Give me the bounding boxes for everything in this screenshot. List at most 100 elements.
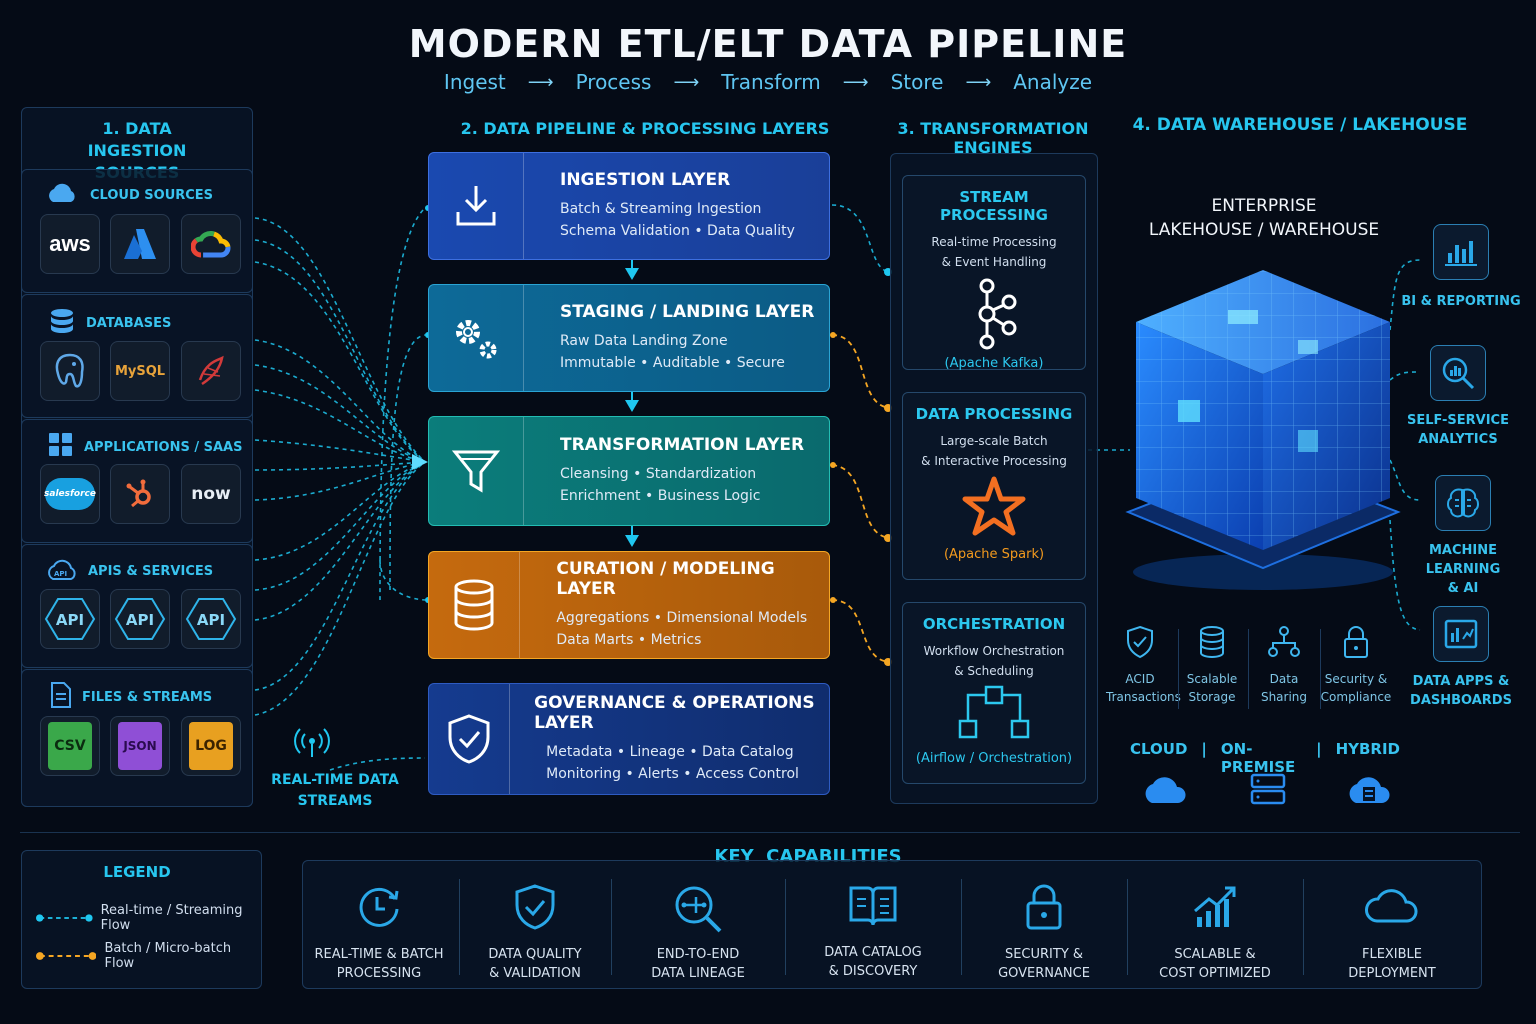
source-group-label: CLOUD SOURCES (90, 187, 214, 203)
warehouse-heading: 4. DATA WAREHOUSE / LAKEHOUSE (1132, 115, 1468, 135)
output-machine-learning[interactable]: MACHINE LEARNING& AI (1396, 475, 1530, 598)
source-group-label: DATABASES (86, 315, 172, 331)
layer-title: INGESTION LAYER (560, 170, 731, 190)
engine-footer: (Apache Spark) (943, 547, 1045, 562)
broadcast-icon (292, 725, 332, 761)
capability-data-quality: DATA QUALITY & VALIDATION (461, 883, 609, 983)
api-hex-icon[interactable]: API (181, 589, 241, 649)
csv-file-icon[interactable]: CSV (40, 716, 100, 776)
engine-footer: (Airflow / Orchestration) (915, 751, 1073, 766)
output-bi-reporting[interactable]: BI & REPORTING (1396, 224, 1526, 311)
cloud-icon (1140, 775, 1190, 809)
feature-security-compliance: Security & Compliance (1320, 625, 1392, 706)
arrow-right-icon: ⟶ (673, 71, 700, 93)
arrow-right-icon: ⟶ (965, 71, 992, 93)
engine-footer: (Apache Kafka) (944, 356, 1044, 371)
servicenow-logo[interactable]: now (181, 464, 241, 524)
deploy-hybrid: HYBRID (1335, 740, 1400, 758)
legend-heading: LEGEND (103, 863, 171, 881)
layer-title: GOVERNANCE & OPERATIONS LAYER (534, 693, 815, 733)
section-divider (20, 832, 1520, 833)
engine-title: STREAM PROCESSING (940, 188, 1048, 224)
server-icon (1250, 773, 1286, 809)
svg-text:API: API (126, 611, 154, 629)
log-file-icon[interactable]: LOG (181, 716, 241, 776)
source-group-applications: APPLICATIONS / SAAS salesforce now (21, 419, 253, 543)
source-group-cloud: CLOUD SOURCES aws (21, 169, 253, 293)
database-icon (1178, 625, 1246, 664)
cloud-icon (44, 182, 80, 208)
svg-text:API: API (197, 611, 225, 629)
source-group-databases: DATABASES MySQL (21, 294, 253, 418)
hubspot-logo[interactable] (110, 464, 170, 524)
engine-title: DATA PROCESSING (915, 405, 1073, 423)
legend-realtime: Real-time / Streaming Flow (36, 903, 261, 933)
brain-icon (1435, 475, 1491, 531)
json-file-icon[interactable]: JSON (110, 716, 170, 776)
capability-realtime-batch: REAL-TIME & BATCH PROCESSING (303, 883, 455, 983)
flow-step-store: Store (890, 70, 944, 94)
kafka-icon (903, 278, 1085, 354)
flow-steps: Ingest ⟶ Process ⟶ Transform ⟶ Store ⟶ A… (0, 70, 1536, 94)
capabilities-panel: REAL-TIME & BATCH PROCESSING DATA QUALIT… (302, 860, 1482, 989)
lakehouse-cube-icon (1118, 250, 1408, 604)
cloud-icon (1305, 883, 1479, 933)
dashboard-icon (1433, 606, 1489, 662)
stream-processing-engine[interactable]: STREAM PROCESSING Real-time Processing& … (902, 175, 1086, 371)
database-icon (429, 552, 521, 658)
legend-panel: LEGEND Real-time / Streaming Flow Batch … (21, 850, 262, 989)
capability-data-catalog: DATA CATALOG & DISCOVERY (787, 883, 959, 981)
source-group-label: APIs & SERVICES (88, 563, 214, 579)
capability-lineage: END-TO-END DATA LINEAGE (613, 883, 783, 983)
postgresql-logo[interactable] (40, 341, 100, 401)
lineage-search-icon (613, 883, 783, 939)
growth-chart-icon (1129, 883, 1301, 937)
salesforce-logo[interactable]: salesforce (40, 464, 100, 524)
warehouse-name: ENTERPRISE LAKEHOUSE / WAREHOUSE (1148, 196, 1380, 240)
output-data-apps-dashboards[interactable]: DATA APPS &DASHBOARDS (1396, 606, 1526, 710)
layers-heading: 2. DATA PIPELINE & PROCESSING LAYERS (460, 119, 830, 138)
mysql-logo[interactable]: MySQL (110, 341, 170, 401)
flow-step-process: Process (575, 70, 652, 94)
share-icon (1250, 625, 1318, 664)
shield-check-icon (1106, 625, 1174, 664)
data-processing-engine[interactable]: DATA PROCESSING Large-scale Batch& Inter… (902, 392, 1086, 580)
warehouse-features: ACID Transactions Scalable Storage Data … (1106, 625, 1392, 715)
flow-step-ingest: Ingest (443, 70, 506, 94)
spark-star-icon (903, 475, 1085, 541)
book-icon (787, 883, 959, 935)
layer-title: STAGING / LANDING LAYER (560, 302, 815, 322)
source-group-label: FILES & STREAMS (82, 689, 213, 705)
google-cloud-logo[interactable] (181, 214, 241, 274)
sql-server-logo[interactable] (181, 341, 241, 401)
api-hex-icon[interactable]: API (40, 589, 100, 649)
funnel-icon (429, 417, 524, 525)
database-icon (48, 307, 76, 339)
source-group-files: FILES & STREAMS CSV JSON LOG (21, 669, 253, 807)
capability-scalable: SCALABLE & COST OPTIMIZED (1129, 883, 1301, 983)
svg-text:API: API (54, 570, 67, 578)
file-icon (50, 682, 72, 712)
gears-icon (429, 285, 524, 391)
page-title: MODERN ETL/ELT DATA PIPELINE (408, 22, 1128, 66)
lock-icon (963, 883, 1125, 937)
clock-icon (303, 883, 455, 937)
bar-chart-icon (1433, 224, 1489, 280)
magnifier-chart-icon (1430, 345, 1486, 401)
source-group-apis: API APIs & SERVICES API API API (21, 544, 253, 668)
flow-step-transform: Transform (721, 70, 821, 94)
orchestration-engine[interactable]: ORCHESTRATION Workflow Orchestration& Sc… (902, 602, 1086, 784)
azure-logo[interactable] (110, 214, 170, 274)
api-hex-icon[interactable]: API (110, 589, 170, 649)
flow-step-analyze: Analyze (1013, 70, 1093, 94)
aws-logo[interactable]: aws (40, 214, 100, 274)
arrow-right-icon: ⟶ (842, 71, 869, 93)
shield-check-icon (461, 883, 609, 937)
engines-heading: 3. TRANSFORMATION ENGINES (897, 119, 1089, 157)
